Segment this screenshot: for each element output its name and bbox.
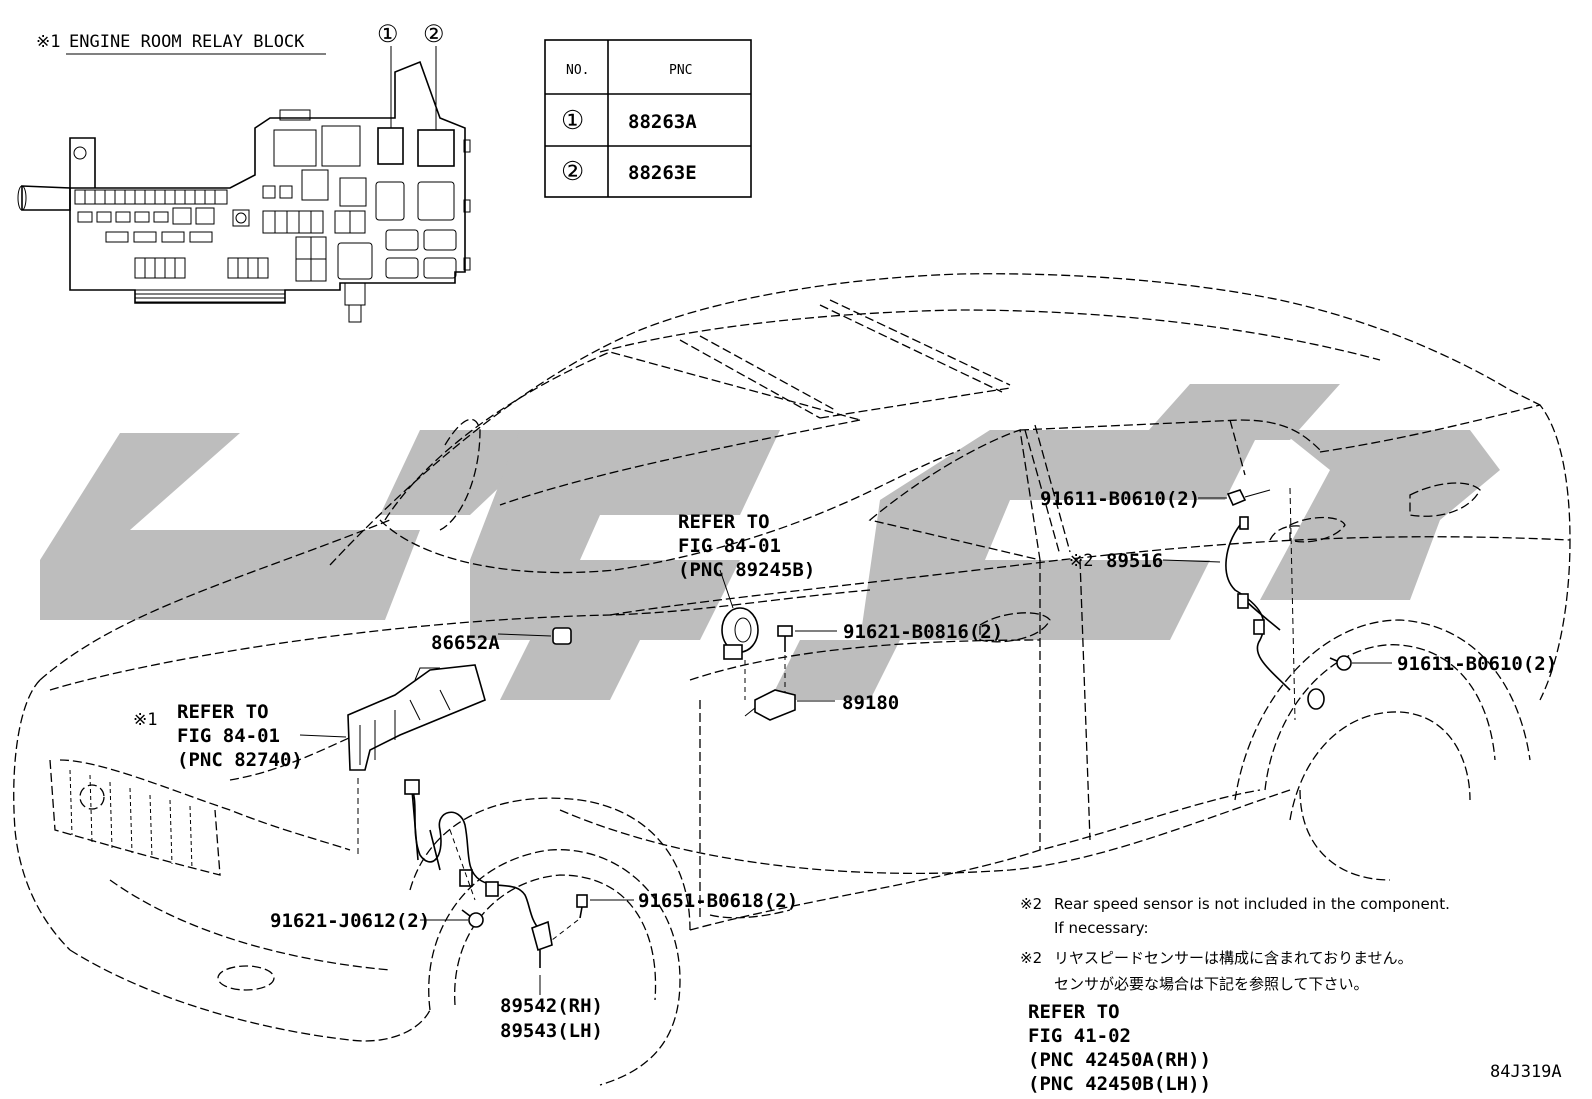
relay-block-inset: ※1 ENGINE ROOM RELAY BLOCK ① ② bbox=[17, 20, 471, 323]
watermark-logo bbox=[40, 384, 1500, 700]
sensor-89245B bbox=[719, 569, 759, 660]
label-89543: 89543(LH) bbox=[500, 1020, 603, 1042]
sensor-89180 bbox=[744, 660, 835, 721]
vehicle-outline bbox=[13, 273, 1571, 1086]
label-91621-B0816: 91621-B0816(2) bbox=[843, 621, 1003, 643]
label-91611-B0610-top: 91611-B0610(2) bbox=[1040, 488, 1200, 510]
label-91611-B0610-right: 91611-B0610(2) bbox=[1397, 653, 1557, 675]
label-91651-B0618: 91651-B0618(2) bbox=[638, 890, 798, 912]
pnc-table-header-no: NO. bbox=[566, 63, 589, 78]
pnc-table-row-2-pnc: 88263E bbox=[628, 162, 697, 184]
note-jp-mark: ※2 bbox=[1020, 949, 1042, 967]
pnc-table-row-1-pnc: 88263A bbox=[628, 111, 697, 133]
harness-89516 bbox=[1162, 487, 1325, 721]
pnc-table-row-2-no: ② bbox=[561, 157, 584, 187]
note-ref-line4: (PNC 42450B(LH)) bbox=[1028, 1073, 1211, 1095]
note-ref-line3: (PNC 42450A(RH)) bbox=[1028, 1049, 1211, 1071]
pnc-table: NO. PNC ① 88263A ② 88263E bbox=[544, 39, 752, 198]
label-89516-mark: ※2 bbox=[1069, 551, 1093, 571]
label-86652A: 86652A bbox=[431, 632, 500, 654]
note-jp-line1: リヤスピードセンサーは構成に含まれておりません。 bbox=[1054, 949, 1413, 967]
label-91621-J0612: 91621-J0612(2) bbox=[270, 910, 430, 932]
relay-callout-2: ② bbox=[423, 20, 445, 48]
note-ref-line2: FIG 41-02 bbox=[1028, 1025, 1131, 1047]
bolt-91621-J0612 bbox=[420, 909, 484, 928]
bolt-91611-B0610-right bbox=[1329, 655, 1392, 671]
bolt-91651-B0618 bbox=[551, 894, 634, 941]
figure-id: 84J319A bbox=[1490, 1062, 1562, 1082]
ref-fig-84-01-top-line1: REFER TO bbox=[678, 511, 770, 533]
footnotes: ※2 Rear speed sensor is not included in … bbox=[1020, 895, 1450, 1095]
pnc-table-row-1-no: ① bbox=[561, 106, 584, 136]
note-jp-line2: センサが必要な場合は下記を参照して下さい。 bbox=[1054, 975, 1369, 993]
ref-fig-84-01-left-mark: ※1 bbox=[133, 710, 157, 730]
pnc-table-header-pnc: PNC bbox=[669, 63, 692, 78]
label-89542: 89542(RH) bbox=[500, 995, 603, 1017]
relay-block-title: ENGINE ROOM RELAY BLOCK bbox=[69, 32, 305, 52]
note-en-mark: ※2 bbox=[1020, 895, 1042, 913]
label-89516: 89516 bbox=[1106, 550, 1163, 572]
ref-fig-84-01-top-line3: (PNC 89245B) bbox=[678, 559, 815, 581]
bolt-91611-B0610-top bbox=[1198, 489, 1271, 507]
ref-fig-84-01-left-line2: FIG 84-01 bbox=[177, 725, 280, 747]
relay-block-mark: ※1 bbox=[36, 32, 60, 52]
part-labels: REFER TO FIG 84-01 (PNC 89245B) ※1 REFER… bbox=[133, 488, 1557, 1042]
note-en-line1: Rear speed sensor is not included in the… bbox=[1054, 895, 1450, 913]
note-ref-line1: REFER TO bbox=[1028, 1001, 1120, 1023]
relay-2 bbox=[417, 129, 455, 167]
ref-fig-84-01-top-line2: FIG 84-01 bbox=[678, 535, 781, 557]
ref-fig-84-01-left-line3: (PNC 82740) bbox=[177, 749, 303, 771]
ref-fig-84-01-left-line1: REFER TO bbox=[177, 701, 269, 723]
relay-1 bbox=[377, 127, 404, 165]
connector-86652A bbox=[497, 627, 572, 645]
relay-callout-1: ① bbox=[377, 20, 399, 48]
note-en-line2: If necessary: bbox=[1054, 919, 1149, 937]
harness-89542-89543 bbox=[404, 779, 553, 995]
parts bbox=[299, 487, 1392, 995]
label-89180: 89180 bbox=[842, 692, 899, 714]
relay-block-part bbox=[299, 664, 486, 855]
